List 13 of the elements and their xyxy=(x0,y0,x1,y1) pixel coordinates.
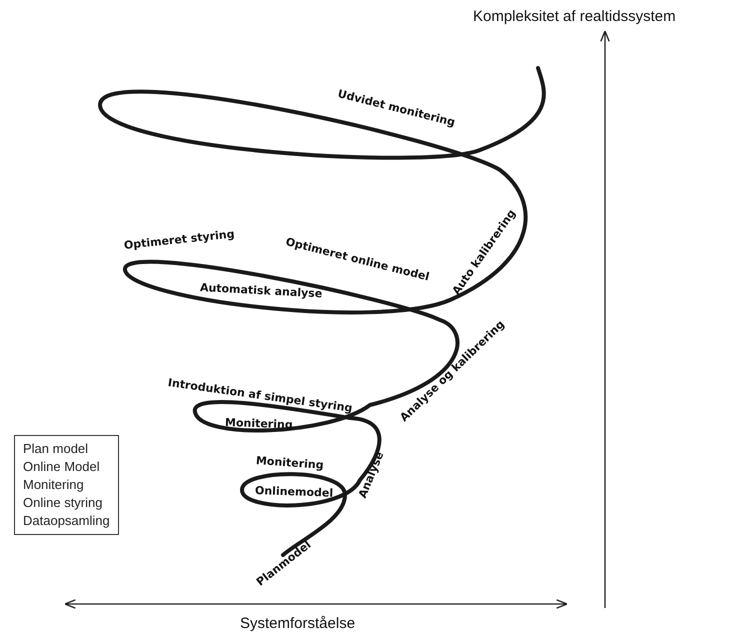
axis-title: Systemforståelse xyxy=(240,615,356,632)
box-line-text: Monitering xyxy=(23,476,85,494)
spiral-stage-label: Optimeret styring xyxy=(123,228,235,251)
box-line-text: Plan model xyxy=(23,440,90,458)
text-box xyxy=(14,435,119,535)
box-line-text: Online Model xyxy=(23,458,101,476)
axis-title: Kompleksitet af realtidssystem xyxy=(473,8,676,25)
spiral-stage-label: Automatisk analyse xyxy=(200,282,323,300)
box-line-text: Online styring xyxy=(23,494,104,512)
spiral-stage-label: Onlinemodel xyxy=(254,485,334,499)
box-line-text: Dataopsamling xyxy=(23,512,110,530)
spiral-stage-label: Monitering xyxy=(256,455,324,471)
spiral-stage-label: Monitering xyxy=(224,417,293,430)
